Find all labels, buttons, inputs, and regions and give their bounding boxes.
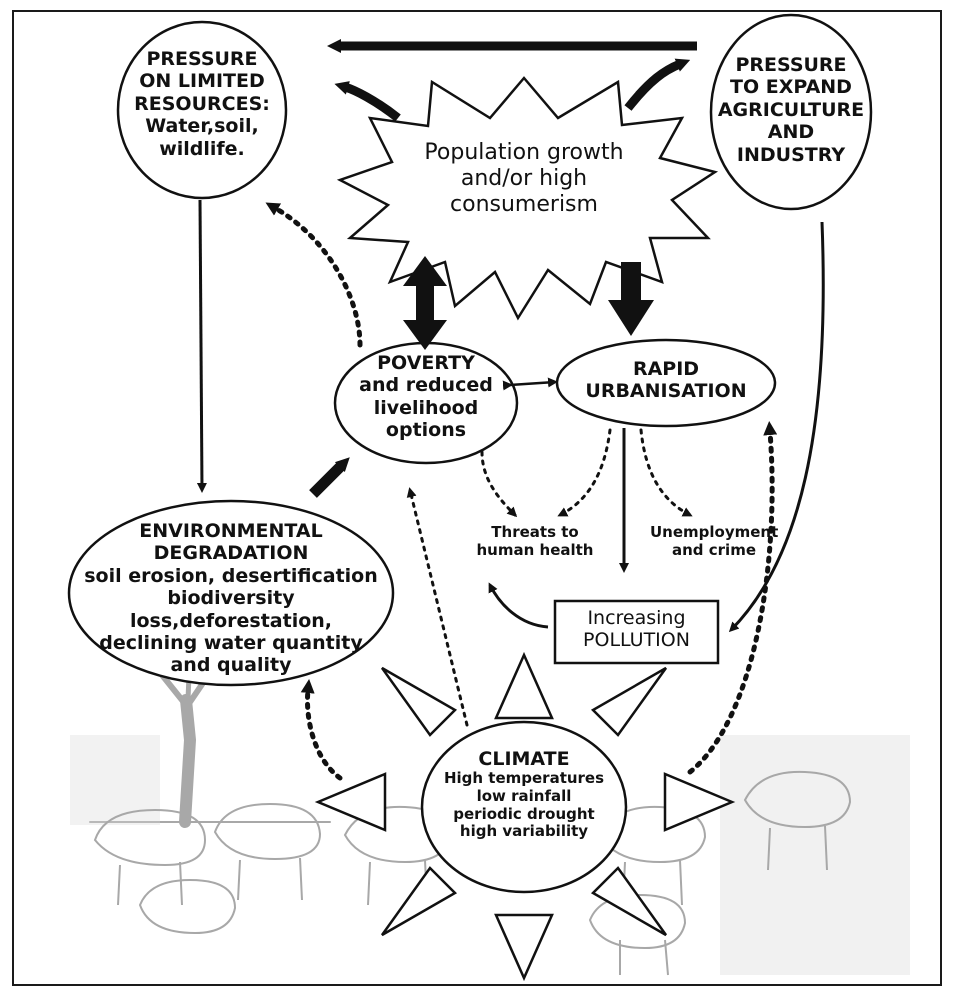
arrow-poverty-to-resources xyxy=(265,202,363,348)
arrow-climate-to-poverty xyxy=(406,487,469,727)
health-label: Threats to human health xyxy=(476,523,594,559)
urbanisation-label: RAPID URBANISATION xyxy=(585,358,747,403)
population-starburst xyxy=(336,76,719,321)
pressure-resources-node xyxy=(116,20,288,200)
arrow-climate-to-urbanisation xyxy=(687,421,778,775)
sketch-shade xyxy=(70,735,160,825)
climate-sun-rays xyxy=(314,651,736,982)
arrow-degradation-to-poverty xyxy=(309,457,350,498)
arrow-urbanisation-to-unemployment xyxy=(639,428,693,517)
environment-node xyxy=(67,499,395,687)
arrow-poverty-urbanisation xyxy=(502,377,558,391)
arrow-population-to-resources xyxy=(334,81,401,122)
pressure-expand-label: PRESSURE TO EXPAND AGRICULTURE AND INDUS… xyxy=(717,54,865,166)
arrow-expand-to-pollution xyxy=(728,221,825,633)
pollution-node xyxy=(553,599,720,665)
arrow-population-poverty xyxy=(403,256,447,350)
arrow-population-to-urbanisation xyxy=(608,262,654,336)
climate-node xyxy=(420,720,628,894)
population-label: Population growth and/or high consumeris… xyxy=(424,140,624,217)
arrow-pollution-to-health xyxy=(488,582,549,629)
climate-label: CLIMATE High temperatures low rainfall p… xyxy=(443,748,605,841)
poverty-label: POVERTY and reduced livelihood options xyxy=(359,352,493,442)
pressure-resources-label: PRESSURE ON LIMITED RESOURCES: Water,soi… xyxy=(134,48,270,160)
arrow-population-to-expand xyxy=(624,58,691,111)
arrow-resources-to-degradation xyxy=(196,199,207,493)
arrow-climate-to-degradation xyxy=(300,679,343,781)
unemployment-label: Unemployment and crime xyxy=(650,523,779,559)
arrow-poverty-to-health xyxy=(480,450,518,518)
arrow-urbanisation-to-health xyxy=(557,428,612,517)
pollution-label: Increasing POLLUTION xyxy=(583,607,690,652)
sketch-shade xyxy=(720,735,910,975)
pressure-expand-node xyxy=(709,13,873,211)
environment-label: ENVIRONMENTAL DEGRADATION soil erosion, … xyxy=(84,520,378,677)
